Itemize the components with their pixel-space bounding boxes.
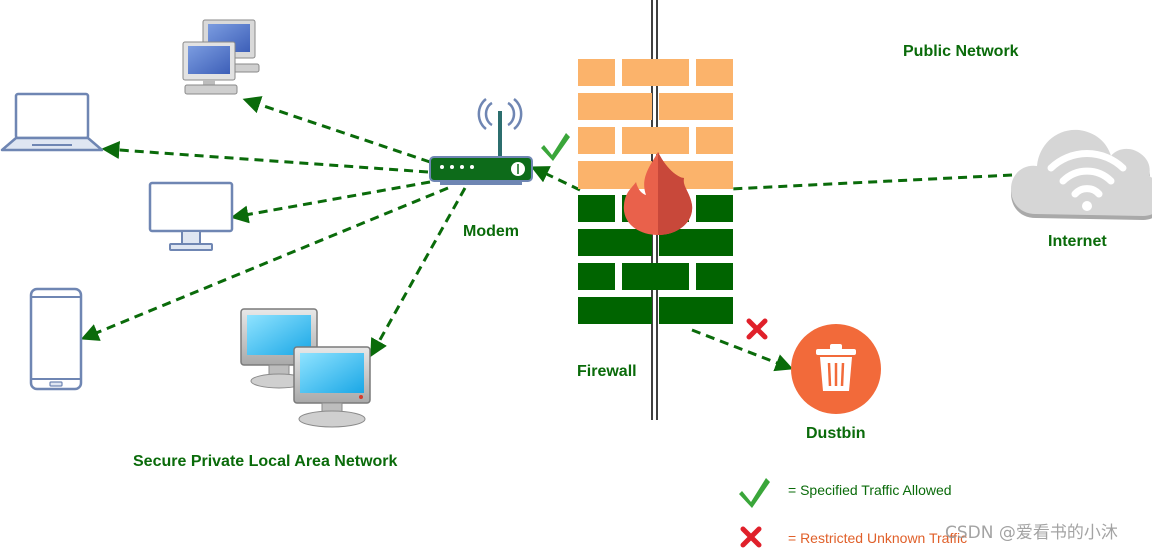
firewall-label: Firewall bbox=[577, 363, 637, 380]
smartphone-icon bbox=[29, 287, 83, 391]
arrow-to-smartphone bbox=[80, 186, 449, 341]
dustbin-label: Dustbin bbox=[806, 425, 866, 442]
connection-arrows bbox=[80, 96, 1013, 372]
modem-label: Modem bbox=[463, 223, 519, 240]
legend-cross-icon bbox=[740, 526, 762, 548]
cloud-wifi-icon bbox=[1011, 129, 1152, 220]
arrow-to-desktop-small bbox=[242, 96, 431, 164]
desktop-pair-small-icon bbox=[182, 19, 260, 95]
arrow-to-laptop bbox=[101, 141, 429, 174]
internet-label: Internet bbox=[1048, 233, 1107, 250]
cross-icon bbox=[746, 318, 768, 340]
dustbin-icon bbox=[791, 324, 881, 414]
public-network-label: Public Network bbox=[903, 43, 1019, 60]
watermark-text: CSDN @爱看书的小沐 bbox=[945, 523, 1118, 543]
legend-check-icon bbox=[739, 478, 770, 508]
line-internet-to-firewall bbox=[729, 173, 1013, 191]
desktop-pair-large-icon bbox=[240, 308, 371, 428]
legend-restricted-text: = Restricted Unknown Traffic bbox=[788, 530, 968, 546]
modem-icon bbox=[429, 97, 533, 185]
flame-icon bbox=[623, 152, 693, 235]
monitor-icon bbox=[148, 181, 234, 251]
secure-lan-label: Secure Private Local Area Network bbox=[133, 453, 398, 470]
arrow-to-monitor bbox=[230, 180, 431, 224]
laptop-icon bbox=[0, 92, 104, 152]
arrow-to-desktop-large bbox=[370, 187, 467, 358]
check-icon bbox=[541, 133, 570, 161]
arrow-firewall-to-modem bbox=[530, 166, 581, 192]
legend-allowed-text: = Specified Traffic Allowed bbox=[788, 482, 952, 498]
arrow-to-dustbin bbox=[691, 328, 794, 372]
firewall-wall-icon bbox=[578, 59, 733, 324]
